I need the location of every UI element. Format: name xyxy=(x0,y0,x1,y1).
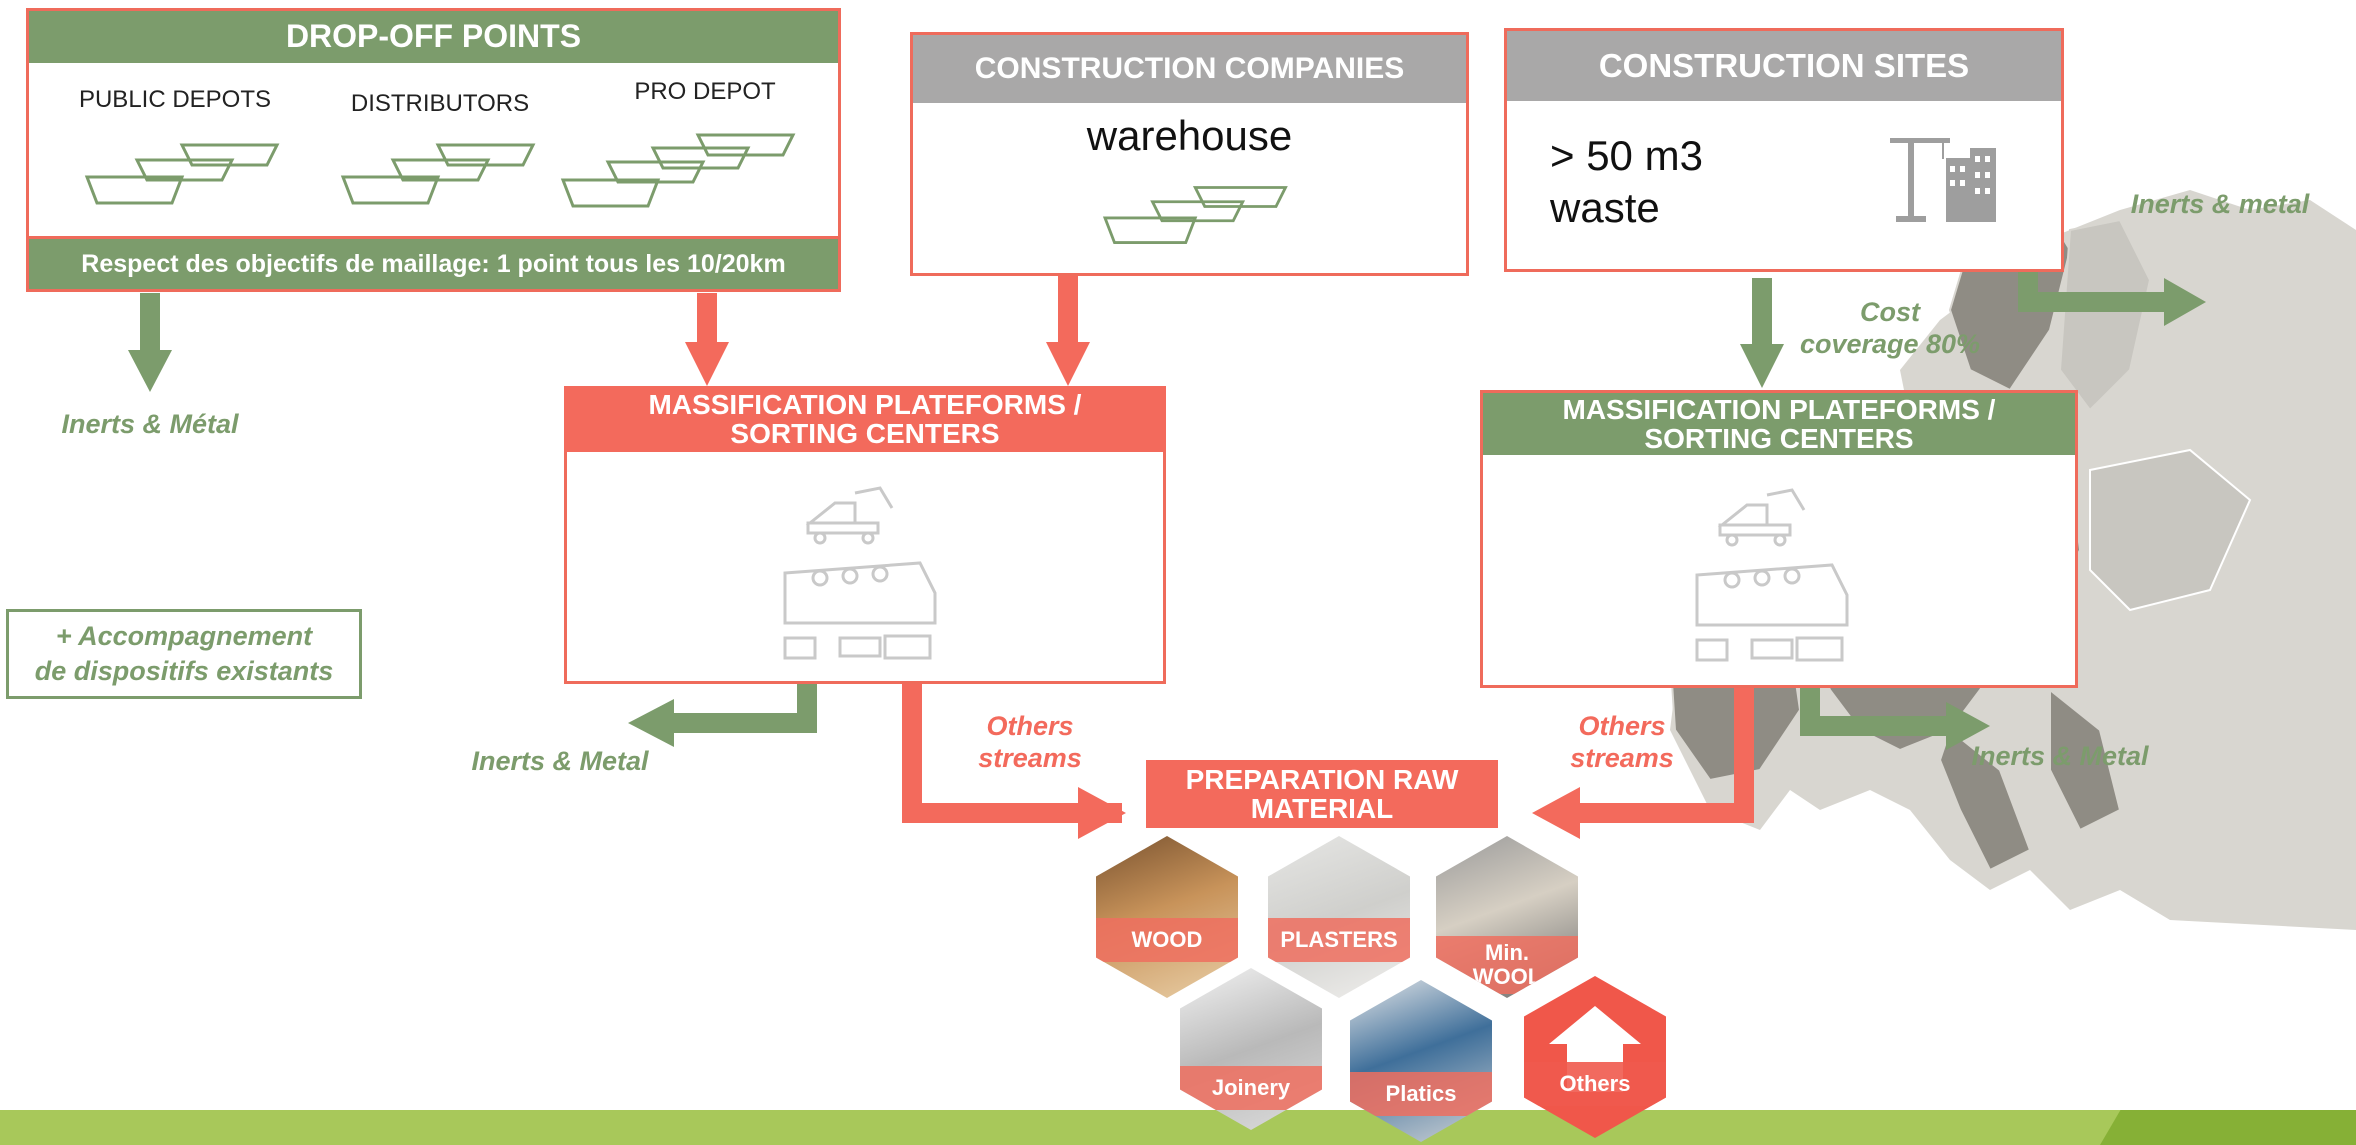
massif-right-title: MASSIFICATION PLATEFORMS / SORTING CENTE… xyxy=(1483,393,2075,455)
dropoff-col-pro: PRO DEPOT xyxy=(634,78,776,105)
dropoff-col-public: PUBLIC DEPOTS xyxy=(78,86,272,113)
prep-title: PREPARATION RAW MATERIAL xyxy=(1146,760,1498,828)
material-minwool-line2: WOOL xyxy=(1472,964,1542,989)
sites-body-line1: > 50 m3 xyxy=(1550,132,1703,179)
massif-left-title: MASSIFICATION PLATEFORMS / SORTING CENTE… xyxy=(564,386,1166,452)
label-inerts-metal-dropoff: Inerts & Métal xyxy=(61,409,239,439)
material-platics-label: Platics xyxy=(1350,1072,1492,1116)
crane-building-icon xyxy=(1890,138,1996,222)
sorting-plant-icon xyxy=(1695,488,1849,662)
label-others-left-1: Others xyxy=(986,711,1074,741)
skip-bins-icon xyxy=(1102,186,1288,245)
material-others-label: Others xyxy=(1524,1062,1666,1106)
accompagnement-line1: + Accompagnement xyxy=(55,621,313,651)
companies-title: CONSTRUCTION COMPANIES xyxy=(913,35,1466,103)
material-minwool-line1: Min. xyxy=(1485,939,1529,965)
sites-title: CONSTRUCTION SITES xyxy=(1507,31,2061,101)
sorting-plant-icon xyxy=(783,486,937,660)
bottom-band-accent xyxy=(2100,1110,2356,1145)
sites-body-line2: waste xyxy=(1550,184,1660,231)
skip-bins-icon xyxy=(560,133,796,208)
massif-right-title-line2: SORTING CENTERS xyxy=(1644,423,1914,454)
label-others-right-2: streams xyxy=(1570,743,1674,773)
dropoff-title: DROP-OFF POINTS xyxy=(29,11,838,63)
companies-body: warehouse xyxy=(1086,112,1293,159)
cost-line1: Cost xyxy=(1860,297,1920,327)
skip-bins-icon xyxy=(84,143,280,205)
massif-left-title-line1: MASSIFICATION PLATEFORMS / xyxy=(648,388,1082,420)
dropoff-footer: Respect des objectifs de maillage: 1 poi… xyxy=(26,236,841,292)
massif-right-title-line1: MASSIFICATION PLATEFORMS / xyxy=(1562,393,1996,425)
accompagnement-box xyxy=(6,609,362,699)
cost-line2: coverage 80% xyxy=(1799,329,1981,359)
label-inerts-metal-right: Inerts & Metal xyxy=(1971,741,2149,771)
material-wood-label: WOOD xyxy=(1096,918,1238,962)
prep-title-line2: MATERIAL xyxy=(1250,793,1394,824)
material-plasters-label: PLASTERS xyxy=(1268,918,1410,962)
label-others-left-2: streams xyxy=(978,743,1082,773)
accompagnement-line2: de dispositifs existants xyxy=(34,656,334,686)
label-inerts-metal-left: Inerts & Metal xyxy=(471,746,649,776)
skip-bins-icon xyxy=(340,143,536,205)
massif-left-title-line2: SORTING CENTERS xyxy=(730,418,1000,449)
material-joinery-label: Joinery xyxy=(1180,1066,1322,1110)
label-inerts-metal-top: Inerts & metal xyxy=(2130,189,2310,219)
label-others-right-1: Others xyxy=(1578,711,1666,741)
prep-title-line1: PREPARATION RAW xyxy=(1185,763,1459,795)
bottom-band xyxy=(0,1110,2356,1145)
dropoff-col-distributors: DISTRIBUTORS xyxy=(350,90,530,117)
